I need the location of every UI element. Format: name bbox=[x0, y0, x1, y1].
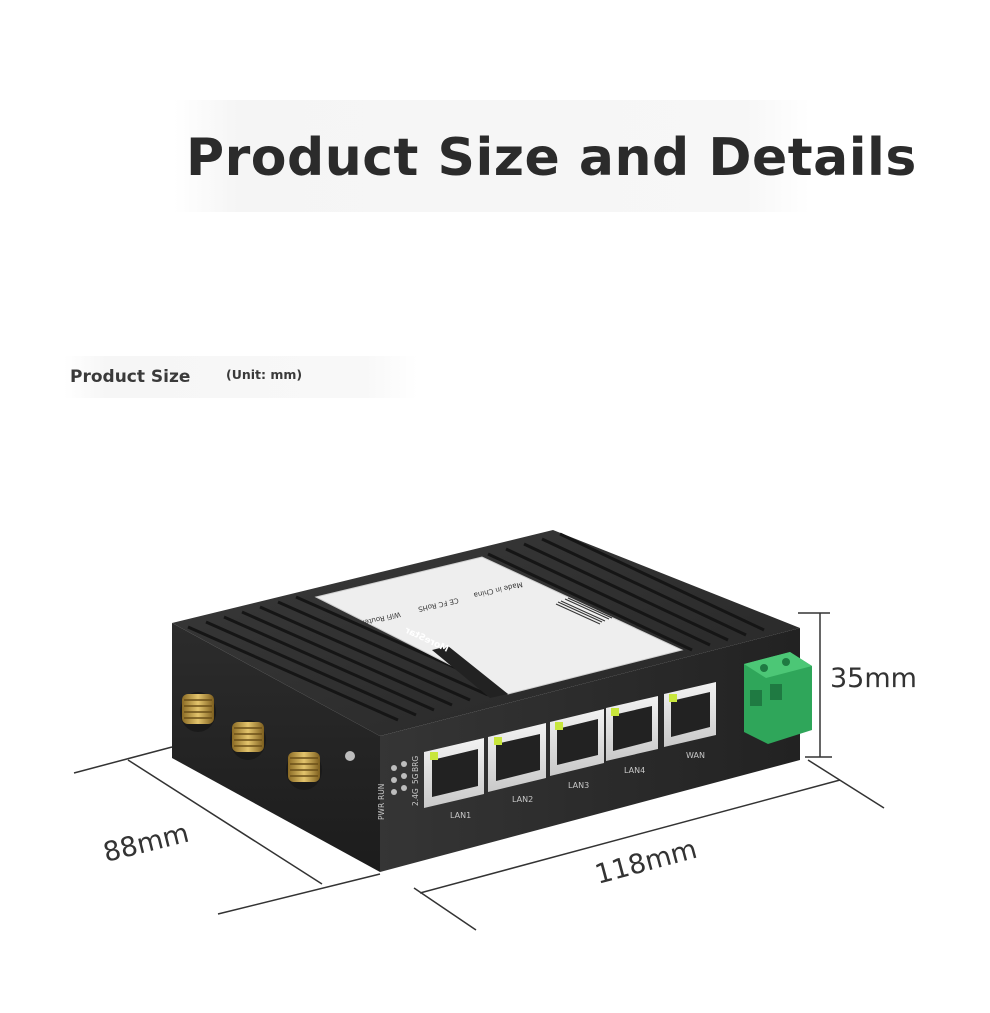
device-label bbox=[314, 556, 684, 695]
antenna-1 bbox=[180, 692, 216, 732]
height-dimension-label: 35mm bbox=[830, 663, 917, 694]
reset-button bbox=[345, 751, 355, 761]
heatsink-fins bbox=[187, 532, 765, 722]
device-front-face bbox=[172, 623, 380, 872]
power-terminal-block bbox=[744, 652, 812, 744]
port-label-lan4: LAN4 bbox=[624, 766, 645, 775]
depth-dimension-label: 88mm bbox=[100, 818, 192, 869]
port-label-lan2: LAN2 bbox=[512, 795, 533, 804]
led-label-5g: 5G bbox=[411, 773, 420, 784]
antenna-3 bbox=[286, 750, 322, 790]
port-lan3 bbox=[550, 709, 604, 776]
antenna-connectors bbox=[180, 692, 322, 790]
led-label-brg: BRG bbox=[411, 756, 420, 772]
section-banner bbox=[64, 356, 418, 398]
section-title: Product Size bbox=[70, 367, 191, 387]
page-title: Product Size and Details bbox=[186, 128, 917, 188]
brand-strip bbox=[432, 646, 508, 698]
port-lan2 bbox=[488, 723, 546, 792]
port-lan1 bbox=[424, 738, 484, 808]
port-label-lan1: LAN1 bbox=[450, 811, 471, 820]
unit-note: (Unit: mm) bbox=[226, 367, 303, 382]
port-label-wan: WAN bbox=[686, 751, 705, 760]
status-leds bbox=[391, 761, 407, 795]
label-barcode bbox=[555, 597, 613, 625]
ethernet-ports bbox=[424, 682, 716, 808]
port-label-lan3: LAN3 bbox=[568, 781, 589, 790]
port-wan bbox=[664, 682, 716, 747]
port-lan4 bbox=[606, 696, 658, 761]
led-label-24g: 2.4G bbox=[411, 788, 420, 806]
antenna-2 bbox=[230, 720, 266, 760]
led-label-pwr: PWR bbox=[377, 803, 386, 820]
dimension-lines bbox=[73, 612, 885, 931]
led-label-run: RUN bbox=[377, 784, 386, 800]
title-banner bbox=[174, 100, 810, 212]
